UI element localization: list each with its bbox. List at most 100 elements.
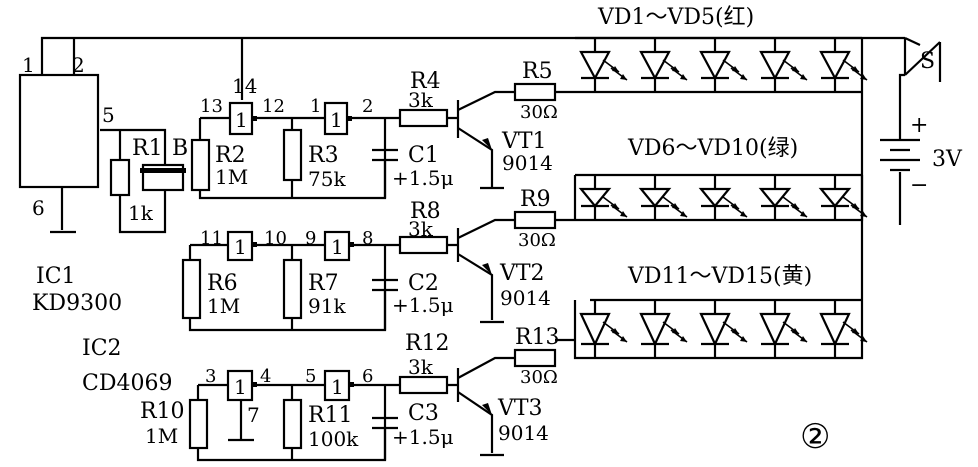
r3-label: R3 [308, 143, 339, 168]
led-row-red-diodes [579, 38, 868, 92]
green-led-3 [698, 175, 748, 220]
r12-body [398, 375, 449, 395]
r8-body [398, 235, 449, 255]
gate-6-out: 6 [362, 366, 373, 387]
green-led-4 [758, 175, 808, 220]
led-group-red-label: VD1～VD5(红) [597, 5, 754, 30]
battery-voltage: 3V [932, 147, 963, 172]
gate-3-in: 11 [200, 228, 223, 249]
r9-value: 30Ω [518, 230, 556, 251]
led-row-red: VD1～VD5(红) [579, 5, 868, 92]
r1-body [109, 158, 131, 197]
wires [40, 36, 905, 462]
pin14-label: 14 [232, 74, 257, 98]
yellow-led-3 [699, 300, 748, 358]
yellow-led-4 [759, 300, 808, 358]
r13-body [513, 348, 557, 368]
r6-value: 1M [207, 294, 240, 318]
led-group-green-label: VD6～VD10(绿) [627, 136, 798, 161]
r6-body [181, 258, 202, 320]
led-group-yellow-label: VD11～VD15(黄) [627, 264, 812, 289]
r11-label: R11 [308, 403, 353, 428]
battery-plus: + [910, 113, 928, 138]
r5-label: R5 [522, 59, 553, 84]
led-row-yellow: VD11～VD15(黄) [579, 264, 868, 358]
c1-value: +1.5μ [392, 166, 454, 190]
gate-3-out: 10 [264, 228, 287, 249]
c3-value: +1.5μ [392, 425, 454, 449]
gate-6 [323, 369, 351, 402]
r10-label: R10 [140, 399, 185, 424]
r7-body [282, 258, 303, 320]
gate-2-out: 2 [362, 96, 373, 117]
green-led-1 [578, 175, 628, 220]
c3-symbol [372, 416, 398, 460]
ic2-label: IC2 [82, 336, 122, 361]
c2-symbol [372, 278, 398, 330]
r1-value: 1k [128, 201, 154, 225]
r1-label: R1 [132, 136, 163, 161]
battery-minus: − [910, 173, 928, 198]
r6-label: R6 [207, 271, 238, 296]
gate-1-bubble [252, 116, 257, 121]
red-led-4 [759, 38, 808, 92]
gate-4-symbol: 1 [331, 235, 344, 259]
gate-5-out: 4 [260, 366, 271, 387]
r5-value: 30Ω [520, 102, 558, 123]
yellow-led-2 [639, 300, 688, 358]
buzzer-plate [140, 168, 186, 173]
gate-5-in: 3 [205, 366, 216, 387]
red-led-5 [819, 38, 868, 92]
r4-value: 3k [408, 88, 434, 112]
r2-label: R2 [215, 143, 246, 168]
transistors: VT1 9014 VT2 9014 VT3 9014 [482, 129, 553, 445]
figure-number: ② [800, 417, 830, 457]
r8-label: R8 [410, 199, 441, 224]
yellow-led-5 [819, 300, 868, 358]
r11-body [282, 398, 303, 450]
gate-1-out: 12 [262, 96, 285, 117]
gate-2-bubble [347, 116, 352, 121]
switch-lead [898, 38, 907, 80]
ic1-pin1: 1 [22, 53, 35, 77]
c3-label: C3 [408, 401, 439, 426]
vt1-part: 9014 [502, 151, 553, 175]
pin-labels: 14 7 [232, 74, 260, 427]
gate-6-in: 5 [305, 366, 316, 387]
r5-body [513, 82, 557, 102]
gate-3-bubble [252, 242, 257, 247]
c2-label: C2 [408, 271, 439, 296]
resistors: R2 1M R3 75k R4 3k R5 30Ω R6 1M R7 91k R… [140, 59, 560, 451]
r2-body [190, 138, 211, 192]
r8-value: 3k [408, 217, 434, 241]
r12-label: R12 [405, 331, 450, 356]
r13-label: R13 [515, 325, 560, 350]
ic1-pin2: 2 [72, 53, 85, 77]
r7-value: 91k [308, 294, 346, 318]
r11-value: 100k [308, 427, 359, 451]
ic1: 1 2 5 6 IC1 KD9300 [18, 53, 122, 316]
led-row-green: VD6～VD10(绿) [578, 136, 868, 220]
r3-value: 75k [308, 167, 346, 191]
gate-4-bubble [349, 242, 354, 247]
capacitors: C1 +1.5μ C2 +1.5μ C3 +1.5μ [372, 143, 454, 460]
vt3-label: VT3 [497, 396, 543, 421]
gate-6-bubble [349, 382, 354, 387]
red-led-1 [579, 38, 628, 92]
led-row-green-diodes [578, 175, 868, 220]
buzzer-label: B [172, 136, 188, 161]
gate-4-in: 9 [305, 228, 316, 249]
r10-value: 1M [145, 424, 178, 448]
vt1-label: VT1 [501, 129, 547, 154]
switch-label: S [920, 49, 935, 74]
gate-1-symbol: 1 [235, 108, 248, 132]
gate-4 [323, 230, 351, 262]
gate-5-symbol: 1 [234, 375, 247, 399]
gate-6-symbol: 1 [331, 375, 344, 399]
green-led-5 [818, 175, 868, 220]
switch-battery: S + − 3V [880, 37, 963, 198]
vt2-label: VT2 [499, 261, 545, 286]
gate-1-in: 13 [200, 96, 223, 117]
r3-body [282, 128, 303, 182]
